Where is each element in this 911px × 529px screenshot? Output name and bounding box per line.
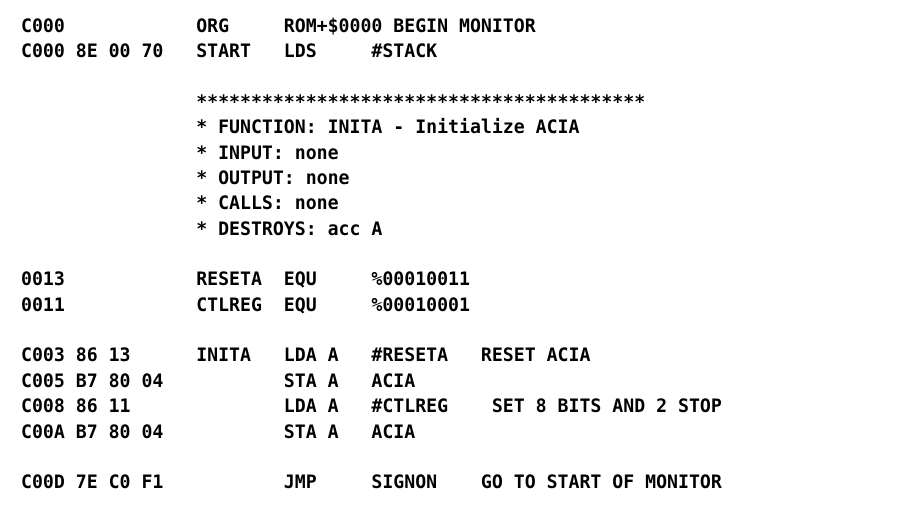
assembly-listing: C000 ORG ROM+$0000 BEGIN MONITOR C000 8E …	[21, 14, 722, 496]
code-line: C008 86 11 LDA A #CTLREG SET 8 BITS AND …	[21, 396, 722, 418]
code-line: 0013 RESETA EQU %00010011	[21, 269, 470, 291]
code-line: C000 ORG ROM+$0000 BEGIN MONITOR	[21, 16, 536, 37]
blank-line	[21, 318, 722, 343]
code-line: * FUNCTION: INITA - Initialize ACIA	[21, 117, 580, 139]
code-line: * INPUT: none	[21, 142, 339, 164]
code-line: ****************************************…	[21, 92, 646, 114]
code-line: * CALLS: none	[21, 193, 339, 215]
code-line: C000 8E 00 70 START LDS #STACK	[21, 41, 438, 63]
blank-line	[21, 65, 722, 90]
code-line: 0011 CTLREG EQU %00010001	[21, 294, 470, 316]
code-line: C00D 7E C0 F1 JMP SIGNON GO TO START OF …	[21, 472, 722, 494]
code-line: C005 B7 80 04 STA A ACIA	[21, 370, 416, 392]
code-line: C003 86 13 INITA LDA A #RESETA RESET ACI…	[21, 345, 591, 367]
code-line: * DESTROYS: acc A	[21, 218, 383, 240]
code-line: C00A B7 80 04 STA A ACIA	[21, 421, 416, 443]
code-line: * OUTPUT: none	[21, 168, 350, 190]
blank-line	[21, 242, 722, 267]
blank-line	[21, 445, 722, 470]
